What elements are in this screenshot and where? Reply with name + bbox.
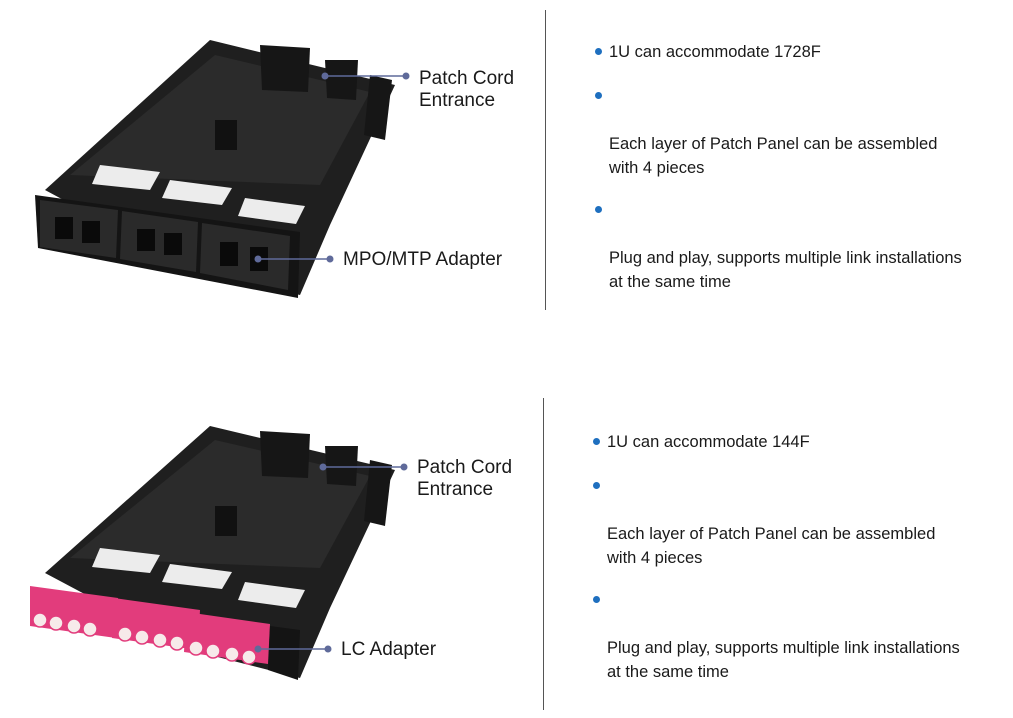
feature-item: Each layer of Patch Panel can be assembl…	[595, 84, 1000, 180]
adapter-strip	[268, 626, 300, 680]
lc-adapter-label: LC Adapter	[341, 639, 437, 660]
mpo-adapter-blocks	[40, 200, 290, 290]
tray-window	[162, 180, 232, 205]
patch-cord-entrance-label: Patch Cord Entrance	[417, 457, 513, 500]
lc-cassette-image	[30, 426, 408, 680]
divider	[543, 398, 544, 710]
callout-dot	[254, 255, 262, 263]
callout-dot	[319, 463, 327, 471]
feature-item: 1U can accommodate 1728F	[595, 40, 1000, 64]
tray-window	[238, 582, 305, 608]
feature-item: Plug and play, supports multiple link in…	[593, 588, 998, 684]
bullet-icon	[595, 48, 602, 55]
feature-item: 1U can accommodate 144F	[593, 430, 998, 454]
mpo-cassette-image	[35, 40, 410, 298]
bullet-icon	[593, 438, 600, 445]
product-panel-lc: Patch Cord Entrance LC Adapter 1U can ac…	[0, 388, 1013, 718]
callout-dot	[324, 645, 332, 653]
tray-window	[92, 548, 160, 573]
feature-list: 1U can accommodate 144F Each layer of Pa…	[593, 430, 998, 684]
feature-item: Each layer of Patch Panel can be assembl…	[593, 474, 998, 570]
rear-clip	[364, 460, 392, 526]
bullet-icon	[595, 206, 602, 213]
product-panel-mpo: Patch Cord Entrance MPO/MTP Adapter 1U c…	[0, 0, 1013, 330]
callout-dot	[402, 72, 410, 80]
callout-dot	[321, 72, 329, 80]
tray-window	[238, 198, 305, 224]
rear-clip	[325, 60, 358, 100]
rear-clip	[260, 45, 310, 92]
patch-cord-entrance-label: Patch Cord Entrance	[419, 68, 515, 111]
bullet-icon	[595, 92, 602, 99]
bullet-icon	[593, 482, 600, 489]
tray-window	[92, 165, 160, 190]
center-post	[215, 120, 237, 150]
mpo-adapter-label: MPO/MTP Adapter	[343, 249, 503, 270]
callout-dot	[254, 645, 262, 653]
feature-list: 1U can accommodate 1728F Each layer of P…	[595, 40, 1000, 294]
callout-dot	[326, 255, 334, 263]
rear-clip	[325, 446, 358, 486]
bullet-icon	[593, 596, 600, 603]
callout-dot	[400, 463, 408, 471]
feature-item: Plug and play, supports multiple link in…	[595, 198, 1000, 294]
rear-clip	[364, 75, 392, 140]
divider	[545, 10, 546, 310]
tray-window	[162, 564, 232, 589]
lc-ferrules	[32, 612, 257, 665]
center-post	[215, 506, 237, 536]
lc-adapter-blocks	[30, 586, 270, 665]
rear-clip	[260, 431, 310, 478]
